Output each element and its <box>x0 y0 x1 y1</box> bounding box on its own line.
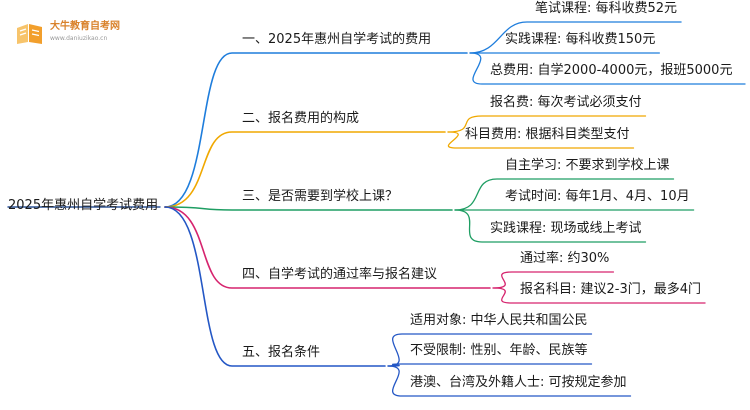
leaf-connector-4-1 <box>492 271 615 289</box>
branch-connector-5 <box>164 206 386 367</box>
leaf-connector-5-2 <box>387 363 593 367</box>
branch-5-leaf-1: 适用对象: 中华人民共和国公民 <box>410 313 588 328</box>
leaf-connector-1-1 <box>469 21 682 54</box>
root-topic: 2025年惠州自学考试费用 <box>8 198 159 213</box>
branch-3-leaf-1: 自主学习: 不要求到学校上课 <box>505 158 670 173</box>
branch-5-label: 五、报名条件 <box>242 345 321 360</box>
branch-2-leaf-2: 科目费用: 根据科目类型支付 <box>465 127 630 142</box>
branch-connector-4 <box>164 206 491 289</box>
branch-2-label: 二、报名费用的构成 <box>242 111 360 126</box>
branch-connector-3 <box>164 206 453 211</box>
leaf-connector-3-3 <box>454 209 647 243</box>
branch-1-leaf-1: 笔试课程: 每科收费52元 <box>535 1 678 16</box>
leaf-connector-5-3 <box>387 365 632 397</box>
branch-5-leaf-3: 港澳、台湾及外籍人士: 可按规定参加 <box>410 375 627 390</box>
book-logo-icon <box>17 24 42 44</box>
branch-4-label: 四、自学考试的通过率与报名建议 <box>242 267 438 282</box>
leaf-connector-2-2 <box>447 131 635 149</box>
branch-1-leaf-2: 实践课程: 每科收费150元 <box>505 32 656 47</box>
branch-5-leaf-2: 不受限制: 性别、年龄、民族等 <box>410 343 588 358</box>
branch-1-label: 一、2025年惠州自学考试的费用 <box>242 32 432 47</box>
branch-1-leaf-3: 总费用: 自学2000-4000元，报班5000元 <box>490 63 733 78</box>
branch-3-label: 三、是否需要到学校上课？ <box>242 189 399 204</box>
branch-3-leaf-3: 实践课程: 现场或线上考试 <box>490 221 642 236</box>
leaf-connector-4-2 <box>492 287 706 304</box>
logo-name: 大牛教育自考网 <box>50 21 120 32</box>
logo-url: www.daniuzikao.cn <box>50 35 108 42</box>
branch-4-leaf-2: 报名科目: 建议2-3门，最多4门 <box>520 282 702 297</box>
branch-3-leaf-2: 考试时间: 每年1月、4月、10月 <box>505 189 690 204</box>
branch-connector-1 <box>164 52 468 208</box>
leaf-connector-1-3 <box>469 52 746 85</box>
site-logo: 大牛教育自考网 www.daniuzikao.cn <box>14 18 134 50</box>
leaf-connector-3-1 <box>454 178 675 211</box>
branch-4-leaf-1: 通过率: 约30% <box>520 251 610 266</box>
leaf-connector-2-1 <box>447 115 647 133</box>
branch-2-leaf-1: 报名费: 每次考试必须支付 <box>490 95 642 110</box>
branch-connector-2 <box>164 131 446 208</box>
